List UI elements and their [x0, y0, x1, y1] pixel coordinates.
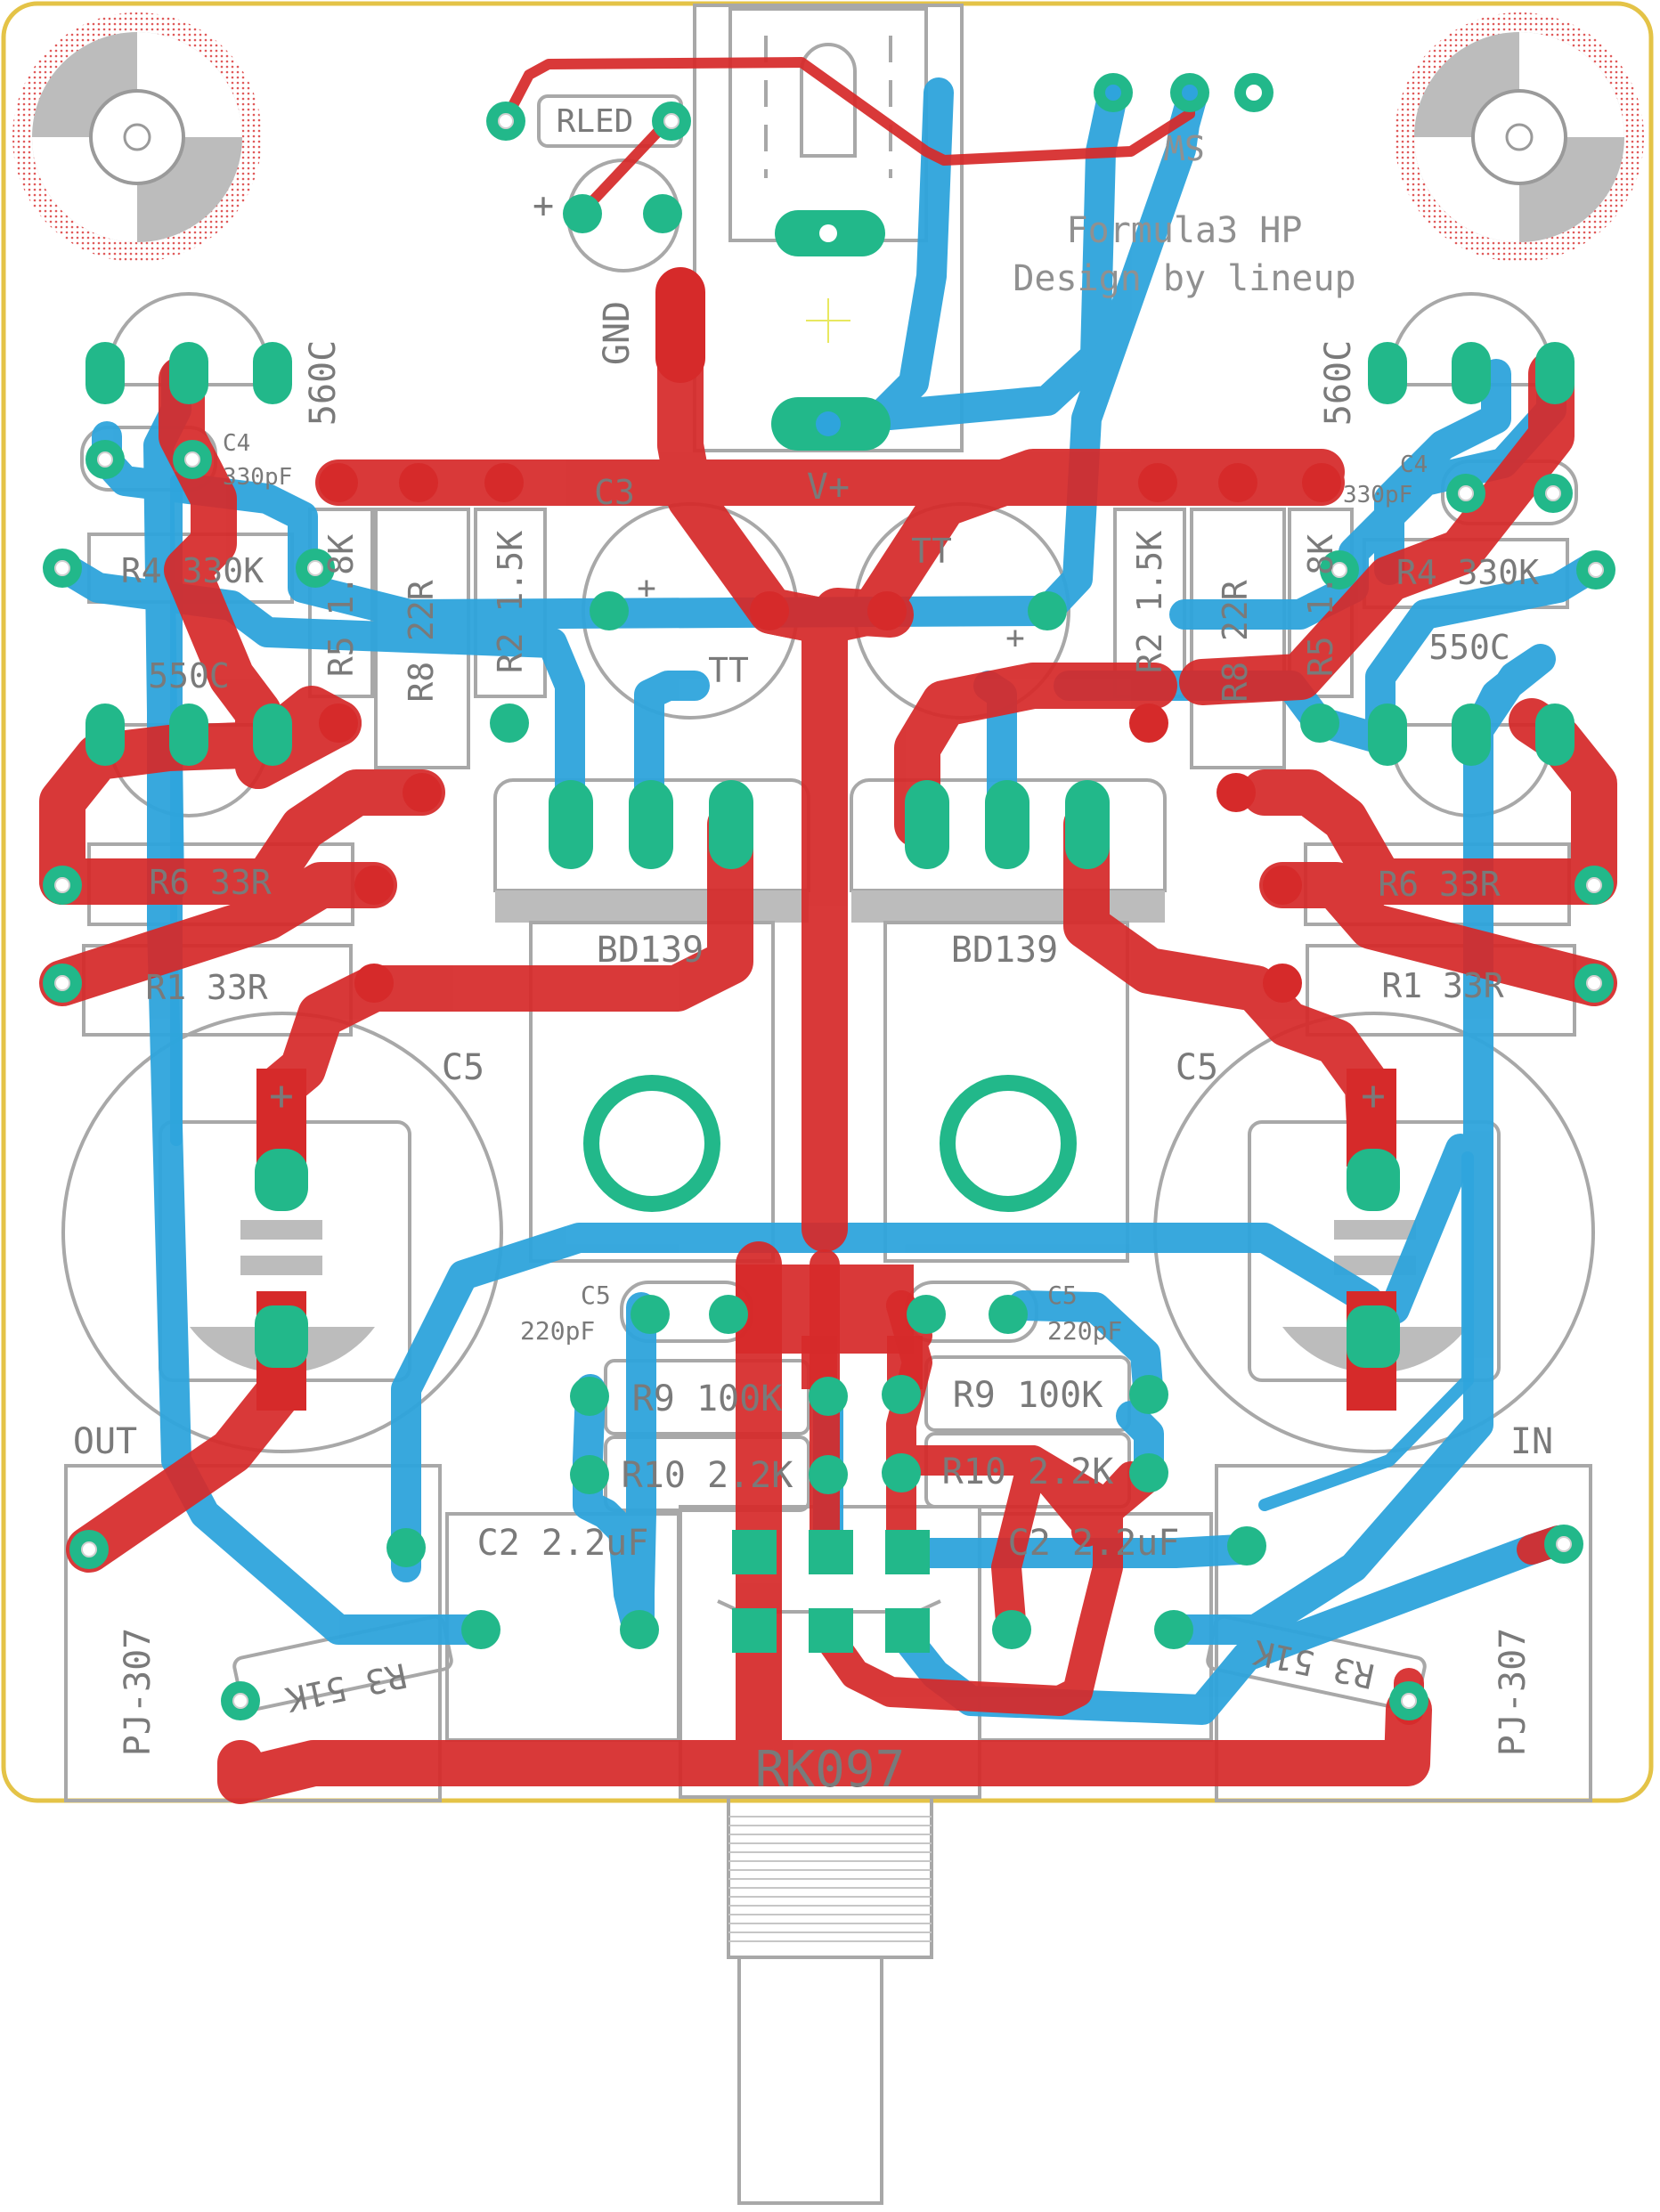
- label-c5-big-left-plus: +: [269, 1071, 294, 1119]
- label-c2-left: C2 2.2uF: [477, 1523, 649, 1564]
- label-r10-left: R10 2.2K: [622, 1455, 793, 1496]
- label-c5-small-right: C5: [1047, 1281, 1078, 1310]
- label-q550-left: 550C: [148, 656, 230, 695]
- label-c4-right: C4: [1400, 451, 1428, 478]
- label-c5-small-left: C5: [581, 1281, 611, 1310]
- label-q560-right: 560C: [1318, 340, 1359, 426]
- label-tt-left: TT: [708, 651, 749, 690]
- label-c4-right-val: 330pF: [1343, 482, 1412, 508]
- label-title-1: Formula3 HP: [1067, 210, 1303, 251]
- label-r8-right: R8 22R: [1216, 580, 1255, 702]
- label-c3-plus-right: +: [1005, 620, 1025, 656]
- label-bd139-left: BD139: [597, 930, 704, 971]
- label-r9-left: R9 100K: [632, 1378, 783, 1419]
- label-c5-small-right-val: 220pF: [1047, 1316, 1122, 1346]
- label-out: OUT: [73, 1421, 137, 1462]
- label-r2-left: R2 1.5K: [491, 531, 530, 673]
- label-c3-plus-left: +: [637, 570, 656, 606]
- silk-labels: Formula3 HP Design by lineup RLED SW GND…: [73, 103, 1553, 1799]
- label-vplus: V+: [807, 467, 850, 508]
- label-bd139-right: BD139: [951, 930, 1058, 971]
- label-r2-right: R2 1.5K: [1130, 531, 1169, 673]
- label-c5-small-left-val: 220pF: [520, 1316, 595, 1346]
- mounting-hole-right: [1395, 12, 1644, 262]
- label-pj-left: PJ-307: [118, 1628, 159, 1757]
- pads-layer: [43, 73, 1615, 1720]
- label-plus-led: +: [533, 185, 554, 226]
- label-q560-left: 560C: [303, 340, 344, 426]
- label-r4-left: R4 330K: [121, 551, 264, 590]
- label-r6-right: R6 33R: [1378, 865, 1500, 904]
- label-c4-left-val: 330pF: [223, 464, 292, 491]
- mounting-hole-left: [12, 12, 262, 262]
- label-sw: SW: [1164, 127, 1205, 167]
- label-r4-right: R4 330K: [1396, 553, 1539, 592]
- label-r5-right: R5 1.8K: [1301, 534, 1340, 677]
- label-c3: C3: [594, 473, 635, 512]
- label-r8-left: R8 22R: [402, 580, 441, 702]
- label-c5-big-right: C5: [1176, 1047, 1218, 1088]
- label-rk097: RK097: [755, 1741, 906, 1799]
- label-rled: RLED: [557, 103, 634, 140]
- label-r10-right: R10 2.2K: [942, 1452, 1114, 1492]
- label-r6-left: R6 33R: [149, 863, 271, 902]
- label-r5-left: R5 1.8K: [321, 534, 361, 677]
- label-c2-right: C2 2.2uF: [1008, 1523, 1180, 1564]
- label-tt-right: TT: [911, 532, 952, 571]
- label-r1-right: R1 33R: [1381, 966, 1503, 1005]
- label-q550-right: 550C: [1428, 628, 1510, 667]
- label-r9-right: R9 100K: [953, 1375, 1103, 1416]
- label-c4-left: C4: [223, 430, 250, 457]
- label-pj-right: PJ-307: [1493, 1628, 1534, 1757]
- label-r1-left: R1 33R: [145, 968, 267, 1007]
- label-c5-big-left: C5: [442, 1047, 484, 1088]
- label-in: IN: [1510, 1421, 1553, 1462]
- label-title-2: Design by lineup: [1013, 258, 1355, 299]
- label-c5-big-right-plus: +: [1361, 1071, 1386, 1119]
- label-gnd: GND: [597, 301, 638, 365]
